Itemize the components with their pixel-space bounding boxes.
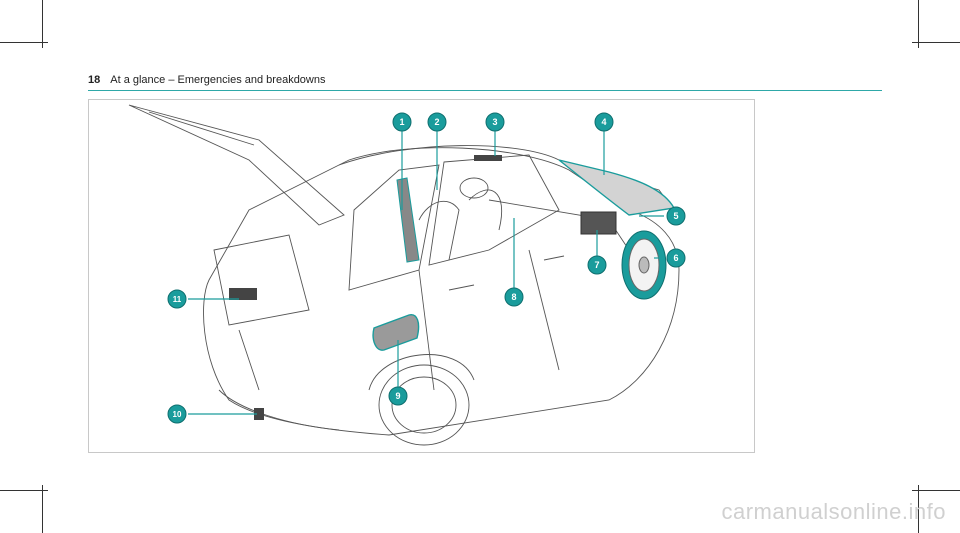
callout-9: 9: [388, 386, 408, 406]
callout-leaders: [188, 129, 664, 415]
svg-text:3: 3: [492, 117, 497, 127]
callout-6: 6: [666, 248, 686, 268]
callout-11: 11: [167, 289, 187, 309]
svg-text:5: 5: [673, 211, 678, 221]
callout-2: 2: [427, 112, 447, 132]
overhead-control-panel: [474, 155, 502, 161]
svg-text:6: 6: [673, 253, 678, 263]
crop-mark: [912, 490, 960, 491]
callout-4: 4: [594, 112, 614, 132]
callout-10: 10: [167, 404, 187, 424]
callout-5: 5: [666, 206, 686, 226]
tow-eye-cover: [254, 408, 264, 420]
page-number: 18: [88, 74, 101, 86]
callout-7: 7: [587, 255, 607, 275]
trunk-compartment-part: [229, 288, 257, 300]
hood-highlight: [558, 159, 676, 216]
crop-mark: [912, 42, 960, 43]
engine-compartment-part: [580, 211, 617, 235]
svg-text:2: 2: [434, 117, 439, 127]
callout-3: 3: [485, 112, 505, 132]
car-drawing: 1 2 3 4 5 6 7: [128, 104, 686, 446]
page-header: 18 At a glance – Emergencies and breakdo…: [88, 74, 326, 86]
callout-badges: 1 2 3 4 5 6 7: [167, 112, 686, 424]
crop-mark: [918, 485, 919, 533]
b-pillar-highlight: [396, 177, 420, 263]
rear-wheel: [378, 364, 470, 446]
callout-8: 8: [504, 287, 524, 307]
svg-text:1: 1: [399, 117, 404, 127]
crop-mark: [0, 42, 48, 43]
vehicle-illustration: 1 2 3 4 5 6 7: [88, 99, 755, 453]
svg-text:8: 8: [511, 292, 516, 302]
body-outline: [203, 147, 680, 436]
page-title: At a glance – Emergencies and breakdowns: [110, 74, 326, 86]
fuel-filler-flap: [372, 314, 420, 351]
svg-text:10: 10: [173, 410, 182, 419]
crop-mark: [0, 490, 48, 491]
svg-text:11: 11: [173, 295, 182, 304]
svg-text:4: 4: [601, 117, 606, 127]
crop-mark: [42, 485, 43, 533]
tailgate: [128, 104, 345, 226]
crop-mark: [42, 0, 43, 48]
watermark: carmanualsonline.info: [721, 499, 946, 524]
crop-mark: [918, 0, 919, 48]
svg-text:9: 9: [395, 391, 400, 401]
header-rule: [88, 90, 882, 91]
front-wheel: [621, 230, 667, 300]
callout-1: 1: [392, 112, 412, 132]
svg-text:7: 7: [594, 260, 599, 270]
